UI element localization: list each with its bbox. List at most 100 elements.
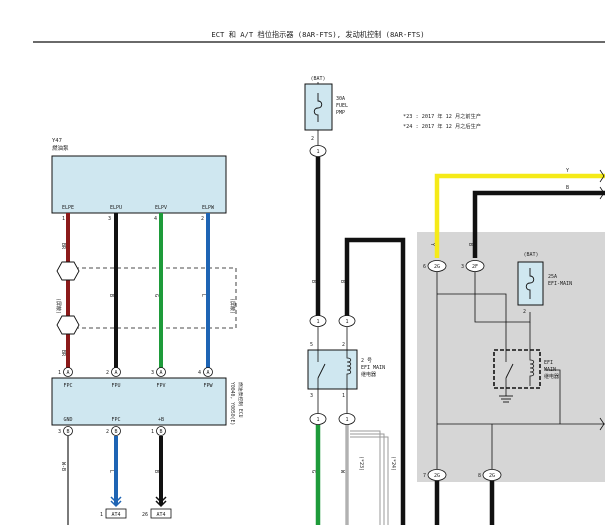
fuse-fuel-name1: FUEL [336,103,348,109]
ecu-top-connector-1: 1 A [58,367,73,377]
ecu-bottom-connector-b: 1 B [151,426,166,436]
y47-fuel-pump-box [51,155,227,214]
relay-conn-top-right [338,315,356,327]
relay-label-3: 继电器 [361,371,376,378]
code-relay-g: G [310,470,316,473]
wire-gray-path-1 [350,430,381,525]
at4-ref-1: AT4 [111,512,120,518]
ecu-top-conn-1: A [66,370,69,376]
ecu-top-label-fpw: FPW [203,383,213,389]
code-b-right-vert: B [467,243,473,246]
code-l-mid: L [200,294,206,297]
ecu-bottom-label-b: +B [158,417,164,423]
efi-fuse-box [517,261,544,306]
at4-box-26 [150,508,172,519]
y47-pin-label-elpv: ELPV [155,205,167,211]
relay-label-1: 2 号 [361,358,372,364]
ecu-top-label-fpv: FPV [156,383,165,389]
fuel-pump-ecu-box [51,377,227,426]
code-relay-w: W [339,470,345,474]
fuse-fuel-bat-tag: (BAT) [310,76,325,82]
ecu-top-label-fpc: FPC [63,383,72,389]
relay-pin-1: 1 [342,393,345,399]
ecu-label-1: Y0040, Y0050(E) [229,382,235,425]
relay-conn-bottom-right [338,413,356,425]
note-24: *24 : 2017 年 12 月之后生产 [403,122,481,130]
shield-node-bottom [56,315,80,335]
wire-black-right [472,190,605,258]
shield-box [67,267,237,329]
ecu-bottom-connector-gnd: 3 B [58,426,73,436]
efi-relay-coil [529,352,535,386]
fuse-fuel-symbol [313,93,323,122]
ecu-bottom-conn-gnd: B [66,429,69,435]
relay-switch-blade [317,363,326,379]
jc-bottom-2g-7 [427,469,447,481]
chevron-blue-2 [110,500,122,508]
ecu-bottom-pin-num-3: 3 [58,429,61,435]
ecu-bottom-pin-num-1: 1 [151,429,154,435]
at4-pin-26: 26 [142,512,148,518]
jc-bottom-pin-8: 8 [478,473,481,479]
efi-relay-name1: EFI [544,360,553,366]
y47-name: 燃油泵 [52,144,69,152]
relay-conn-top-left [309,315,327,327]
relay-conn-bottom-left-label: 1 [316,417,319,423]
wire-yellow [434,173,605,258]
jc-top-2f-label: 2F [472,264,478,270]
jc-top-pin-6: 6 [423,264,426,270]
code-y-vert: Y [429,243,435,246]
code-br-top: BR [60,243,66,250]
efi-bat-tag: (BAT) [523,252,538,258]
fuse-fuel-connector [309,145,327,157]
ecu-bottom-conn-b: B [159,429,162,435]
page-title: ECT 和 A/T 档位指示器 (8AR-FTS), 发动机控制 (8AR-FT… [211,30,424,39]
gray-panel [417,232,605,482]
relay-conn-top-right-label: 1 [345,319,348,325]
efi-fuse-pin: 2 [523,309,526,315]
fuse-fuel-conn-label: 1 [316,149,319,155]
relay-pin-3: 3 [310,393,313,399]
jc-bottom-2g-8-label: 2G [489,473,495,479]
ecu-bottom-label-gnd: GND [63,417,72,423]
code-wb: W-B [60,462,66,471]
code-b-right: B [566,185,569,191]
wire-black-loop [344,237,406,525]
shield-label-left: (屏蔽) [55,298,62,314]
jc-top-2f [465,260,485,272]
ecu-top-conn-3: A [159,370,162,376]
y47-pin-num-2: 2 [201,216,204,222]
code-br-bottom: BR [60,350,66,357]
y47-ref: Y47 [52,138,62,144]
ecu-label-2: 燃油泵控制 ECU [237,382,244,418]
y47-pin-num-4: 4 [154,216,157,222]
code-relay-b-2: B [339,280,345,283]
chevron-black-1 [155,496,167,504]
at4-ref-26: AT4 [156,512,165,518]
jc-bottom-2g-7-label: 2G [434,473,440,479]
ecu-bottom-pin-num-2: 2 [106,429,109,435]
ecu-top-connector-2: 2 A [106,367,121,377]
relay-coil [346,350,352,389]
jc-top-pin-3: 3 [461,264,464,270]
note-23: *23 : 2017 年 12 月之前生产 [403,112,481,120]
ecu-top-conn-2: A [114,370,117,376]
ecu-top-conn-4: A [206,370,209,376]
shield-node-top [56,261,80,281]
code-b-bottom: B [153,470,159,473]
wire-int-3 [437,293,507,352]
efi-fuse-amp: 25A [548,274,557,280]
code-diag-23: (*23) [358,456,364,471]
code-l-bottom: L [108,470,114,473]
fuse-fuel-amp: 30A [336,96,345,102]
code-y: Y [566,168,569,174]
wire-int-2 [474,272,531,323]
wire-end-hook-3 [599,417,605,431]
efi-relay-name2: MAIN [544,367,556,373]
y47-pin-num-1: 1 [62,216,65,222]
relay-conn-bottom-left [309,413,327,425]
chevron-blue-1 [110,496,122,504]
ecu-bottom-conn-fpc: B [114,429,117,435]
efi-fuse-symbol [525,268,535,299]
